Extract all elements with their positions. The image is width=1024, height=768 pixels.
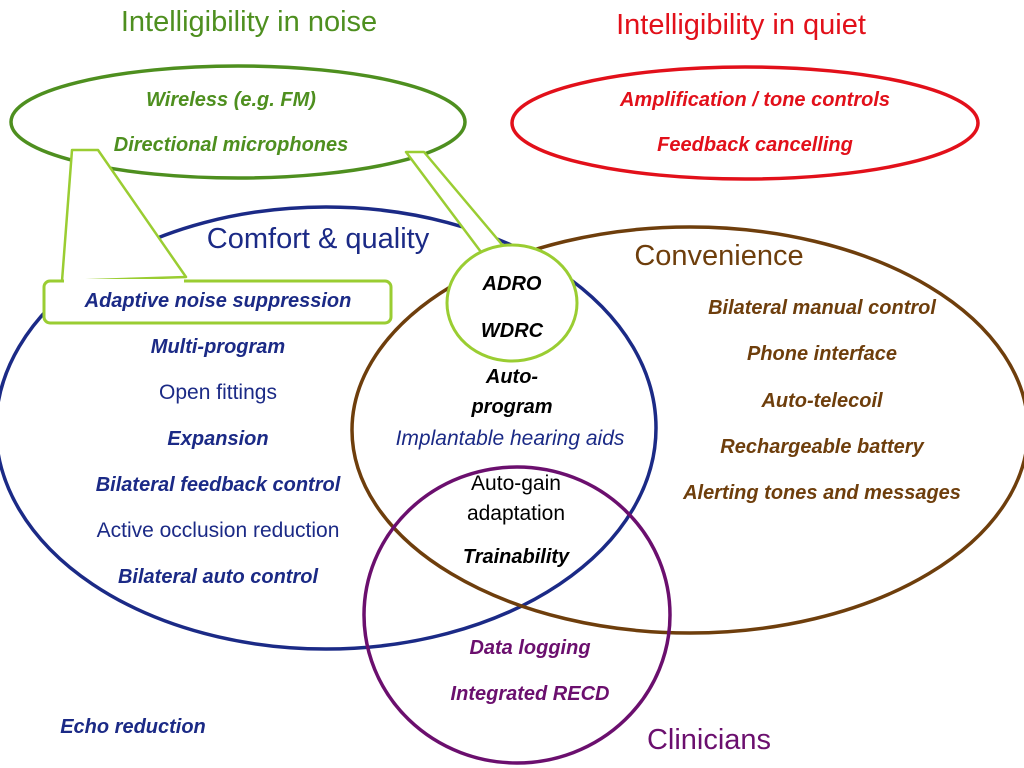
comfort-item: Adaptive noise suppression bbox=[84, 290, 352, 312]
overlap-item-trainability: Trainability bbox=[462, 546, 570, 568]
noise-item: Wireless (e.g. FM) bbox=[146, 89, 316, 111]
clinicians-heading: Clinicians bbox=[646, 724, 772, 756]
overlap-item-auto-program-line2: program bbox=[471, 396, 553, 418]
convenience-item: Auto-telecoil bbox=[761, 390, 883, 412]
convenience-heading: Convenience bbox=[634, 240, 804, 272]
comfort-quality-ellipse bbox=[0, 205, 658, 651]
convenience-item: Rechargeable battery bbox=[720, 436, 924, 458]
quiet-item: Feedback cancelling bbox=[657, 134, 853, 156]
clinicians-item: Integrated RECD bbox=[450, 683, 610, 705]
convenience-ellipse bbox=[350, 225, 1024, 635]
clinicians-item: Data logging bbox=[469, 637, 591, 659]
noise-ellipse bbox=[9, 64, 467, 180]
overlap-item-wdrc: WDRC bbox=[480, 320, 544, 342]
overlap-item-auto-gain-line1: Auto-gain bbox=[471, 472, 561, 495]
adaptive-noise-callout-box bbox=[42, 279, 393, 325]
adro-wdrc-callout-circle bbox=[445, 243, 579, 363]
quiet-heading: Intelligibility in quiet bbox=[616, 9, 866, 41]
comfort-item: Expansion bbox=[167, 428, 269, 450]
echo-reduction-label: Echo reduction bbox=[60, 716, 206, 738]
comfort-item: Active occlusion reduction bbox=[96, 519, 340, 542]
overlap-item-adro: ADRO bbox=[482, 273, 542, 295]
noise-heading: Intelligibility in noise bbox=[120, 6, 378, 38]
comfort-item: Bilateral feedback control bbox=[95, 474, 341, 496]
noise-callout-connector bbox=[60, 148, 188, 283]
clinicians-ellipse bbox=[362, 465, 672, 765]
convenience-item: Bilateral manual control bbox=[708, 297, 936, 319]
convenience-item: Alerting tones and messages bbox=[683, 482, 961, 504]
quiet-ellipse bbox=[510, 65, 980, 181]
quiet-item: Amplification / tone controls bbox=[619, 89, 891, 111]
comfort-item: Multi-program bbox=[150, 336, 286, 358]
noise-item: Directional microphones bbox=[113, 134, 349, 156]
comfort-heading: Comfort & quality bbox=[206, 223, 430, 255]
overlap-item-auto-program-line1: Auto- bbox=[485, 366, 539, 388]
comfort-item: Bilateral auto control bbox=[117, 566, 319, 588]
overlap-item-implantable: Implantable hearing aids bbox=[395, 427, 625, 450]
overlap-item-auto-gain-line2: adaptation bbox=[466, 502, 566, 525]
comfort-item: Open fittings bbox=[159, 381, 277, 404]
convenience-item: Phone interface bbox=[746, 343, 898, 365]
